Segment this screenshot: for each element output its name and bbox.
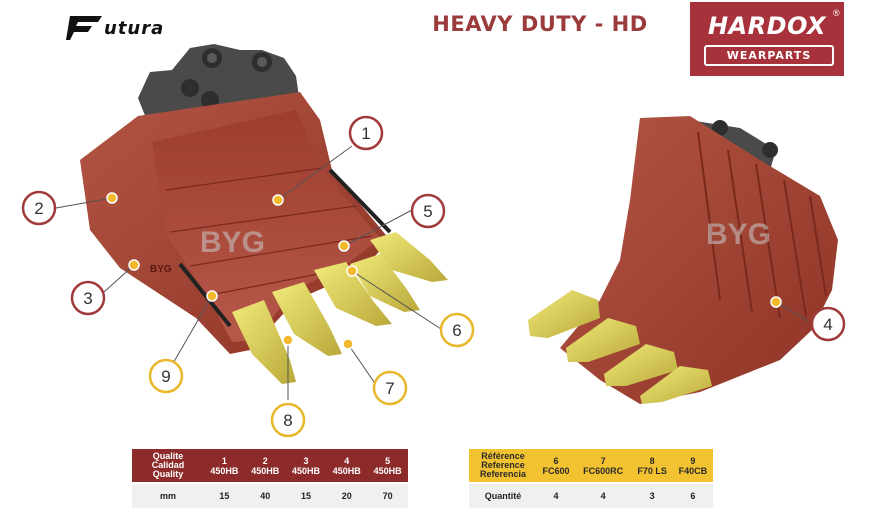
- label-qualite: Qualite: [152, 451, 184, 461]
- svg-text:9: 9: [161, 367, 170, 386]
- reference-row-label: Quantité: [469, 482, 537, 508]
- callout-9: 9: [148, 358, 184, 394]
- quality-header-label: Qualite Calidad Quality: [132, 449, 204, 483]
- quality-value: 70: [367, 482, 408, 508]
- callout-8: 8: [270, 402, 306, 438]
- svg-text:4: 4: [823, 315, 832, 334]
- hardox-badge: HARDOX ® WEARPARTS: [690, 2, 844, 76]
- watermark-left: BYG: [200, 226, 265, 259]
- label-referencia: Referencia: [479, 469, 527, 479]
- futura-f-logo-icon: [66, 16, 102, 40]
- part-dot-7: [342, 338, 354, 350]
- label-quality: Quality: [152, 469, 184, 479]
- watermark-right: BYG: [706, 218, 771, 251]
- label-reference-en: Reference: [481, 460, 525, 470]
- part-dot-8: [282, 334, 294, 346]
- callout-1: 1: [348, 115, 384, 151]
- bucket-left: BYG BYG: [80, 44, 448, 384]
- part-dot-6: [346, 265, 358, 277]
- quality-value: 15: [285, 482, 327, 508]
- reference-value: 4: [575, 482, 632, 508]
- teeth-right: [528, 290, 712, 404]
- svg-text:7: 7: [385, 379, 394, 398]
- callout-7: 7: [372, 370, 408, 406]
- hardox-subtitle: WEARPARTS: [704, 45, 834, 66]
- svg-text:3: 3: [83, 289, 92, 308]
- reference-values-row: Quantité 4 4 3 6: [469, 482, 713, 508]
- label-calidad: Calidad: [151, 460, 185, 470]
- reference-value: 6: [672, 482, 713, 508]
- svg-text:6: 6: [452, 321, 461, 340]
- reference-header-label: Référence Reference Referencia: [469, 449, 537, 483]
- part-dot-4: [770, 296, 782, 308]
- part-dot-3: [128, 259, 140, 271]
- callout-6: 6: [439, 312, 475, 348]
- registered-mark: ®: [833, 8, 840, 18]
- callout-5: 5: [410, 193, 446, 229]
- svg-text:8: 8: [283, 411, 292, 430]
- callout-2: 2: [21, 190, 57, 226]
- leader-lines: [55, 145, 809, 400]
- reference-value: 3: [631, 482, 673, 508]
- futura-logo: utura: [66, 14, 176, 44]
- quality-value: 20: [326, 482, 368, 508]
- part-dot-1: [272, 194, 284, 206]
- quality-value: 15: [204, 482, 245, 508]
- page-title: HEAVY DUTY - HD: [432, 12, 648, 36]
- part-dot-9: [206, 290, 218, 302]
- reference-value: 4: [537, 482, 576, 508]
- callout-4: 4: [810, 306, 846, 342]
- part-dots: [106, 192, 782, 350]
- svg-text:2: 2: [34, 199, 43, 218]
- label-reference-fr: Référence: [481, 451, 525, 461]
- quality-row-label: mm: [132, 482, 204, 508]
- bucket-right: BYG: [528, 116, 838, 404]
- svg-text:5: 5: [423, 202, 432, 221]
- logo-wordmark: utura: [104, 18, 165, 39]
- hardox-brand: HARDOX: [707, 12, 827, 40]
- watermark-small: BYG: [150, 264, 172, 275]
- bucket-illustration: BYG BYG BYG: [21, 44, 846, 438]
- svg-text:1: 1: [361, 124, 370, 143]
- part-dot-5: [338, 240, 350, 252]
- callout-3: 3: [70, 280, 106, 316]
- part-dot-2: [106, 192, 118, 204]
- teeth-left: [232, 232, 448, 384]
- quality-value: 40: [244, 482, 286, 508]
- quality-values-row: mm 15 40 15 20 70: [132, 482, 408, 508]
